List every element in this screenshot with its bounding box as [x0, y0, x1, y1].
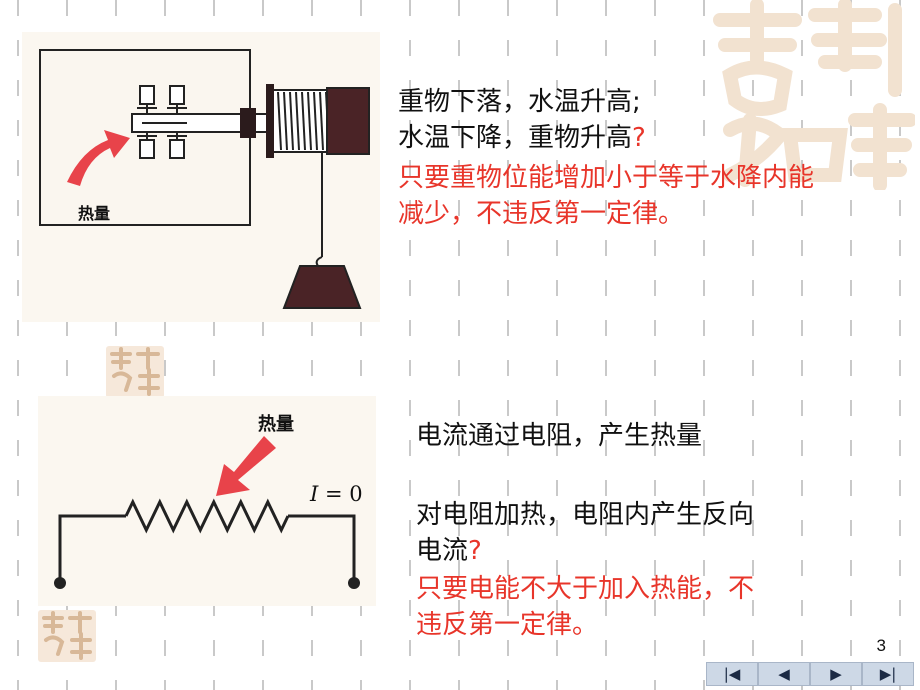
left-wire	[58, 514, 126, 581]
text1-line1: 重物下落，水温升高;	[398, 87, 641, 117]
current-variable: I	[310, 482, 319, 506]
text1-line2-main: 水温下降，重物升高	[398, 123, 633, 153]
spool-winding	[313, 91, 318, 151]
text2-line1: 电流通过电阻，产生热量	[416, 421, 703, 451]
first-slide-icon: |◀	[723, 665, 741, 683]
text1-red-line1: 只要重物位能增加小于等于水降内能	[398, 163, 815, 193]
spool-winding	[277, 91, 282, 151]
rope-spool	[266, 84, 370, 158]
last-slide-icon: ▶|	[879, 665, 897, 683]
current-label: I = 0	[310, 482, 363, 506]
seal-watermark-small-2	[38, 610, 96, 662]
next-slide-icon: ▶	[830, 665, 842, 683]
spool-winding	[307, 91, 312, 151]
page-number: 3	[876, 636, 886, 655]
prev-slide-button[interactable]: ◀	[758, 662, 810, 686]
heat-arrow	[67, 130, 130, 186]
next-slide-button[interactable]: ▶	[810, 662, 862, 686]
text1-line2: 水温下降，重物升高?	[398, 120, 646, 156]
seal-watermark-small	[106, 346, 164, 398]
right-wire	[288, 514, 356, 581]
question-mark: ?	[632, 123, 646, 153]
resistor	[124, 498, 290, 534]
text2-red-line2: 违反第一定律。	[416, 610, 599, 640]
text2-line3: 电流?	[416, 533, 482, 569]
text1-red-line2: 减少，不违反第一定律。	[398, 199, 685, 229]
paddles	[137, 85, 187, 159]
text2-line3-main: 电流	[416, 536, 469, 566]
figure1-heat-label: 热量	[78, 204, 111, 223]
spool-winding	[295, 91, 300, 151]
container-box	[39, 49, 251, 226]
current-value: = 0	[318, 482, 363, 506]
heat-arrow-2	[216, 436, 276, 496]
spool-winding	[283, 91, 288, 151]
first-slide-button[interactable]: |◀	[706, 662, 758, 686]
figure2-diagram	[54, 436, 360, 589]
seal-watermark-large	[713, 0, 915, 190]
spool-winding	[289, 91, 294, 151]
falling-weight	[282, 265, 362, 309]
right-terminal	[348, 577, 360, 589]
prev-slide-icon: ◀	[778, 665, 790, 683]
text2-line2: 对电阻加热，电阻内产生反向	[416, 500, 755, 530]
spool-winding	[319, 91, 324, 151]
text2-red-line1: 只要电能不大于加入热能，不	[416, 574, 755, 604]
last-slide-button[interactable]: ▶|	[862, 662, 914, 686]
figure2-panel	[38, 396, 376, 606]
spool-winding	[301, 91, 306, 151]
figure2-heat-label: 热量	[258, 414, 294, 435]
left-terminal	[54, 577, 66, 589]
question-mark-2: ?	[468, 536, 482, 566]
figure1-diagram	[39, 49, 370, 309]
